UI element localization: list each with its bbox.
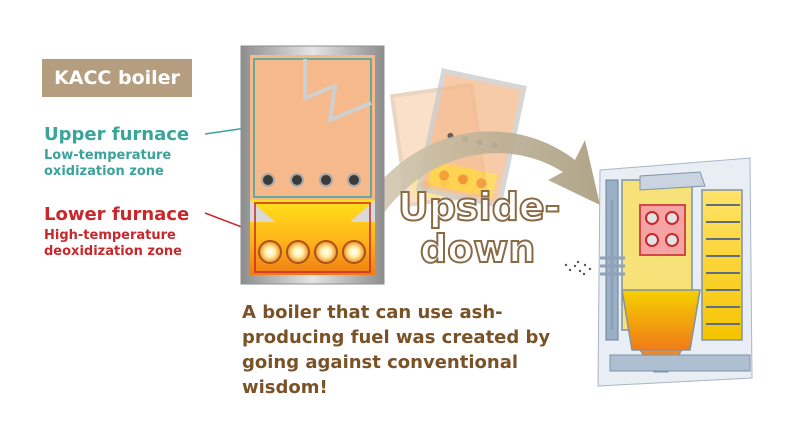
upper-furnace-subtitle-line1: Low-temperature xyxy=(44,148,172,163)
upside-label-line1: Upside- xyxy=(398,185,560,229)
lower-furnace-subtitle-line2: deoxidization zone xyxy=(44,244,182,259)
kacc-furnace xyxy=(240,45,385,285)
fuel-particles xyxy=(564,260,592,276)
kacc-boiler-badge: KACC boiler xyxy=(42,59,192,97)
boiler-plant-illustration xyxy=(597,157,753,387)
upper-furnace-title: Upper furnace xyxy=(44,124,190,145)
lower-furnace-subtitle-line1: High-temperature xyxy=(44,228,176,243)
caption-text: A boiler that can use ash-producing fuel… xyxy=(242,302,551,398)
upside-down-arrow xyxy=(345,131,600,238)
upside-label-line2: down xyxy=(420,227,535,271)
lower-furnace-title: Lower furnace xyxy=(44,204,190,225)
lower-furnace-subtitle: High-temperature deoxidization zone xyxy=(44,228,182,260)
upper-furnace-subtitle: Low-temperature oxidization zone xyxy=(44,148,171,180)
upper-furnace-subtitle-line2: oxidization zone xyxy=(44,164,164,179)
